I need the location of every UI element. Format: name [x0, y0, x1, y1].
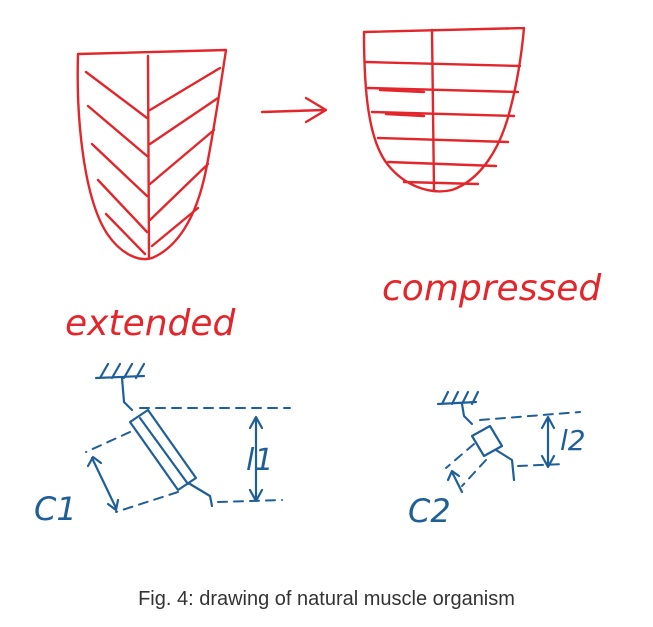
- l2-label: l2: [560, 424, 586, 457]
- extended-label: extended: [65, 303, 237, 344]
- transition-arrow: [260, 96, 328, 124]
- figure-caption: Fig. 4: drawing of natural muscle organi…: [138, 588, 515, 610]
- mechanism-c1: [85, 362, 291, 513]
- c2-label: C2: [408, 492, 451, 530]
- compressed-muscle-drawing: [362, 26, 526, 193]
- extended-muscle-drawing: [76, 48, 228, 261]
- l1-label: l1: [246, 443, 273, 478]
- compressed-label: compressed: [382, 268, 602, 309]
- c1-label: C1: [34, 490, 77, 528]
- mechanism-c2: [436, 390, 581, 494]
